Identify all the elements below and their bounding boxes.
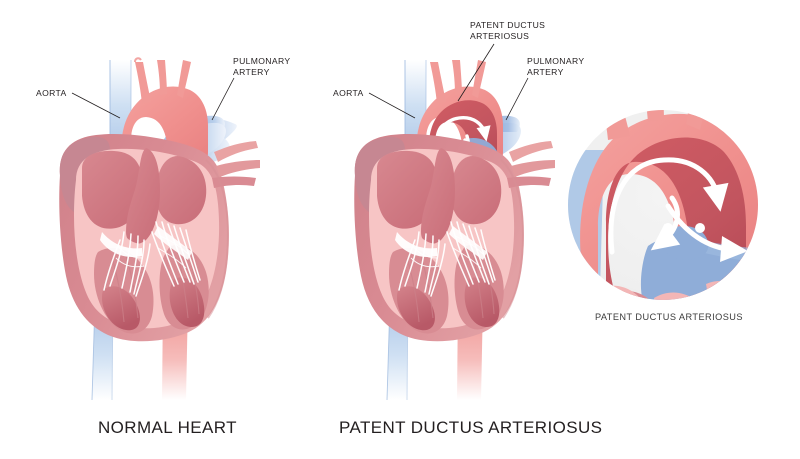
leader-line-pulmonary-artery-2 — [505, 77, 529, 121]
label-pulmonary-artery-pda: PULMONARY ARTERY — [527, 56, 585, 77]
heart-body — [59, 133, 260, 342]
leader-line-pda-2 — [457, 43, 495, 102]
label-patent-ductus-arteriosus: PATENT DUCTUS ARTERIOSUS — [470, 20, 546, 41]
heart-body — [354, 133, 555, 342]
caption-normal-heart: NORMAL HEART — [98, 418, 237, 437]
label-aorta-pda: AORTA — [333, 88, 364, 98]
leader-line-aorta-1 — [71, 92, 121, 119]
caption-patent-ductus-arteriosus: PATENT DUCTUS ARTERIOSUS — [339, 418, 603, 437]
leader-line-pulmonary-artery-1 — [211, 77, 235, 121]
label-aorta-normal: AORTA — [36, 88, 67, 98]
panel-normal-heart — [59, 57, 260, 401]
caption-inset-detail: PATENT DUCTUS ARTERIOSUS — [595, 312, 743, 322]
panel-pda-heart — [354, 60, 555, 401]
inset-flow-arrows — [608, 157, 748, 262]
label-pulmonary-artery-normal: PULMONARY ARTERY — [233, 56, 291, 77]
leader-line-aorta-2 — [368, 92, 416, 119]
